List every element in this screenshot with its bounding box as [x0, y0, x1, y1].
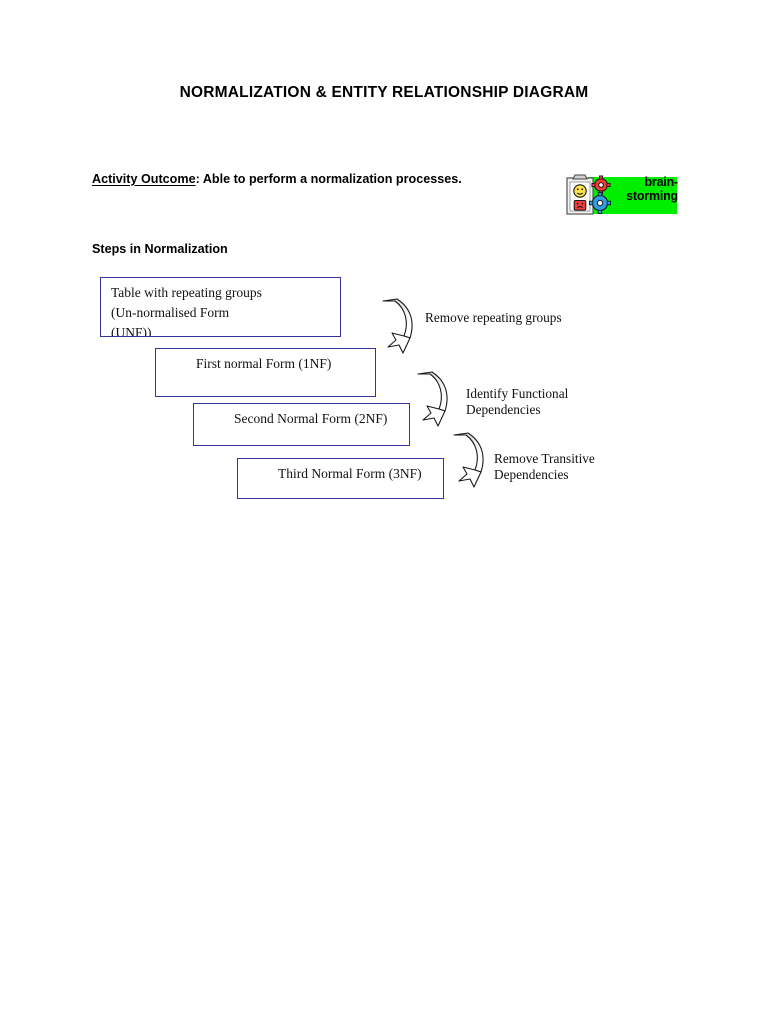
page-title: NORMALIZATION & ENTITY RELATIONSHIP DIAG…: [179, 84, 589, 101]
box-third-normal-form: Third Normal Form (3NF): [237, 458, 444, 499]
box-second-normal-form-text: Second Normal Form (2NF): [234, 411, 388, 426]
curved-arrow-identify-functional-dependencies: [417, 371, 448, 427]
brainstorming-artwork: [566, 174, 611, 215]
brainstorming-text: brain- storming: [622, 175, 678, 203]
section-heading-steps-in-normalization: Steps in Normalization: [92, 242, 228, 256]
activity-outcome-separator: :: [195, 172, 203, 186]
brainstorming-line-1: brain-: [644, 175, 678, 189]
box-unnormalised-form-text: Table with repeating groups (Un-normalis…: [111, 285, 262, 337]
brainstorming-clipart: brain- storming: [561, 171, 678, 220]
arrow-label-remove-transitive-dependencies: Remove Transitive Dependencies: [494, 451, 595, 482]
activity-outcome-text: Able to perform a normalization processe…: [202, 172, 462, 186]
curved-arrow-remove-repeating-groups: [382, 298, 413, 354]
activity-outcome-line: Activity Outcome: Able to perform a norm…: [92, 172, 462, 186]
arrow-label-identify-functional-dependencies: Identify Functional Dependencies: [466, 386, 569, 417]
curved-arrow-remove-transitive-dependencies: [453, 432, 484, 488]
box-third-normal-form-text: Third Normal Form (3NF): [278, 466, 422, 481]
box-first-normal-form: First normal Form (1NF): [155, 348, 376, 397]
arrow-label-remove-repeating-groups: Remove repeating groups: [425, 310, 562, 325]
box-unnormalised-form: Table with repeating groups (Un-normalis…: [100, 277, 341, 337]
box-first-normal-form-text: First normal Form (1NF): [196, 356, 332, 371]
activity-outcome-label: Activity Outcome: [92, 172, 196, 186]
box-second-normal-form: Second Normal Form (2NF): [193, 403, 410, 446]
brainstorming-line-2: storming: [626, 188, 678, 203]
